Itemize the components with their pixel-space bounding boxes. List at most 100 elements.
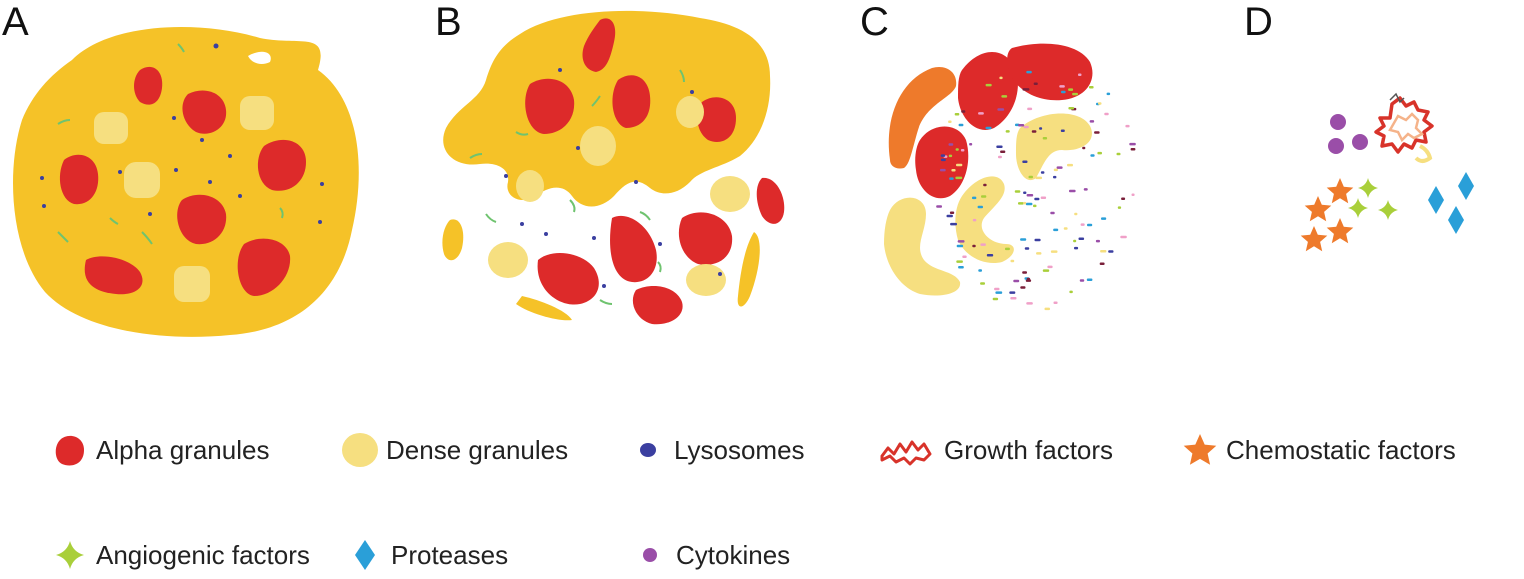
released-particle: [1022, 160, 1028, 163]
dense-granule: [955, 176, 1014, 264]
released-particle: [980, 243, 986, 246]
released-particle: [1013, 279, 1020, 283]
released-content-dots: [936, 70, 1136, 311]
legend-item-proteases: Proteases: [345, 535, 508, 575]
released-particle: [1009, 291, 1016, 294]
released-particle: [1083, 188, 1088, 191]
released-particle: [1100, 250, 1107, 253]
released-particle: [1121, 197, 1126, 200]
released-particle: [950, 222, 957, 226]
panel-letter-d: D: [1244, 0, 1273, 44]
alpha-granule: [134, 66, 163, 105]
released-particle: [1101, 217, 1107, 220]
released-particle: [1086, 278, 1093, 281]
released-particle: [1026, 70, 1032, 74]
released-particle: [1000, 150, 1006, 153]
released-particle: [940, 158, 946, 162]
released-particle: [1090, 154, 1095, 157]
released-particle: [1072, 92, 1078, 96]
released-particle: [1053, 228, 1059, 232]
released-particle: [956, 163, 963, 167]
protease-diamond: [1458, 172, 1474, 200]
dense-granule-icon: [342, 433, 378, 467]
released-particle: [1095, 239, 1100, 243]
legend-label: Chemostatic factors: [1226, 434, 1456, 465]
angiogenic-sparkle: [1358, 178, 1378, 198]
platelet-cytoplasm: [443, 10, 771, 207]
released-particle: [1042, 137, 1048, 140]
cytokine-dot: [1352, 134, 1368, 150]
released-particle: [968, 227, 973, 231]
cytokine-dot-icon: [643, 548, 657, 562]
released-particle: [960, 149, 965, 152]
legend-item-dense-granules: Dense granules: [340, 430, 568, 470]
angiogenic-sparkle-group: [1348, 178, 1398, 220]
released-particle: [1074, 212, 1078, 216]
alpha-granule: [1007, 43, 1093, 101]
chemostatic-star: [1304, 196, 1332, 222]
released-particle: [1047, 265, 1053, 269]
released-particle: [1097, 151, 1102, 155]
released-particle: [1063, 227, 1068, 230]
fiber-strands: [57, 43, 284, 245]
chemostatic-star: [1326, 178, 1354, 204]
released-particle: [1040, 171, 1045, 174]
released-particle: [1098, 102, 1102, 105]
released-particle: [1094, 131, 1100, 134]
alpha-granule: [525, 78, 575, 134]
panel-letter-a: A: [2, 0, 29, 44]
released-particle: [936, 205, 942, 208]
released-particle: [1056, 166, 1063, 169]
released-particle: [1061, 90, 1066, 94]
legend-item-growth-factors: Growth factors: [878, 430, 1113, 470]
released-particle: [948, 143, 954, 146]
released-particle: [1027, 107, 1033, 111]
released-particle: [996, 145, 1003, 148]
fiber-strands: [469, 69, 685, 305]
released-particle: [958, 266, 964, 269]
growth-factor-icon: [880, 440, 932, 466]
released-particle: [1082, 146, 1086, 150]
released-particle: [1034, 197, 1040, 201]
released-particle: [1026, 277, 1031, 281]
released-particle: [949, 211, 955, 214]
panel-a-platelet: [13, 27, 359, 337]
alpha-granule: [84, 256, 143, 295]
released-particle: [956, 260, 963, 263]
legend-item-angiogenic-factors: Angiogenic factors: [50, 535, 310, 575]
cytokine-dot: [1328, 138, 1344, 154]
released-particle: [1024, 247, 1030, 250]
legend-item-alpha-granules: Alpha granules: [50, 430, 269, 470]
dense-granule: [124, 162, 160, 198]
released-particle: [1005, 247, 1010, 251]
legend-item-cytokines: Cytokines: [630, 535, 790, 575]
legend-label: Proteases: [391, 539, 509, 570]
released-particle: [1042, 269, 1050, 272]
dense-granule: [710, 176, 750, 212]
released-particle: [1125, 124, 1130, 128]
released-particle: [972, 244, 976, 248]
released-particle: [1050, 250, 1058, 253]
released-particle: [1023, 191, 1027, 194]
released-particle: [1022, 271, 1027, 274]
released-particle: [981, 195, 987, 198]
released-particle: [1026, 194, 1034, 197]
released-particle: [1010, 297, 1017, 300]
released-particle: [1068, 88, 1074, 91]
released-particle: [969, 143, 973, 146]
released-particle: [951, 169, 956, 172]
released-particle: [1089, 120, 1095, 123]
released-particle: [1131, 193, 1135, 196]
legend-item-chemostatic-factors: Chemostatic factors: [1180, 430, 1456, 470]
alpha-granule: [610, 215, 657, 283]
released-particle: [1023, 201, 1027, 205]
released-particle: [949, 177, 954, 180]
released-particle: [1031, 130, 1037, 133]
released-particle: [1025, 202, 1033, 206]
released-particle: [946, 214, 953, 218]
released-particle: [1018, 124, 1025, 127]
released-particle: [1068, 107, 1075, 110]
released-particle: [985, 83, 992, 87]
alpha-granule: [257, 139, 306, 191]
lysosome-dots: [504, 68, 722, 288]
